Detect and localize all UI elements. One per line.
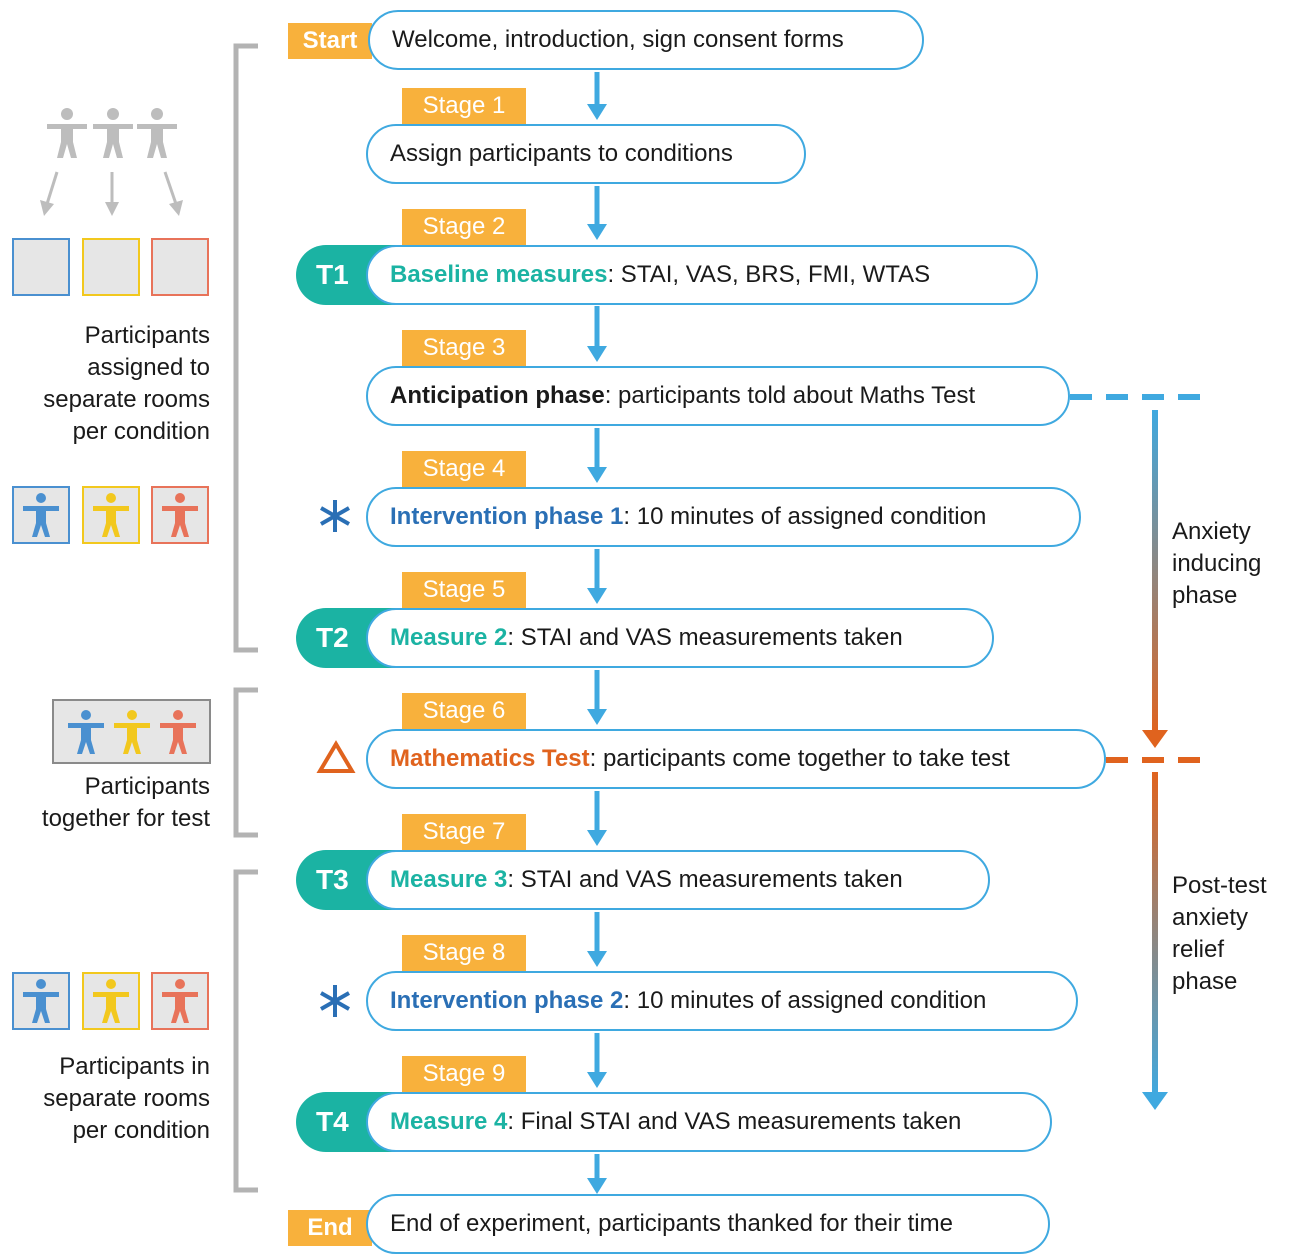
stage-1-tag: Stage 1 [402, 88, 526, 124]
room-yellow-person-2 [82, 972, 140, 1030]
person-icon [93, 493, 129, 537]
room-together [52, 699, 211, 764]
measure2-box: Measure 2: STAI and VAS measurements tak… [366, 608, 994, 668]
intervention2-rest: : 10 minutes of assigned condition [623, 987, 987, 1014]
left-brackets [233, 43, 258, 1193]
intervention1-rest: : 10 minutes of assigned condition [623, 503, 987, 530]
measure2-rest: : STAI and VAS measurements taken [507, 624, 903, 651]
flow-arrows [587, 72, 607, 1194]
measure3-bold: Measure 3 [390, 866, 508, 893]
assign-box: Assign participants to conditions [366, 124, 806, 184]
intervention1-bold: Intervention phase 1 [390, 503, 624, 530]
maths-rest: : participants come together to take tes… [589, 745, 1010, 772]
end-tag: End [288, 1210, 372, 1246]
intervention2-box: Intervention phase 2: 10 minutes of assi… [366, 971, 1078, 1031]
anxiety-phase-arrow [1152, 410, 1158, 735]
maths-bold: Mathematics Test [390, 745, 590, 772]
grey-people-group [40, 108, 183, 216]
measure2-bold: Measure 2 [390, 624, 508, 651]
anticipation-box: Anticipation phase: participants told ab… [366, 366, 1070, 426]
stage-4-tag: Stage 4 [402, 451, 526, 487]
person-icon [159, 709, 196, 754]
measure3-box: Measure 3: STAI and VAS measurements tak… [366, 850, 990, 910]
measure4-box: Measure 4: Final STAI and VAS measuremen… [366, 1092, 1052, 1152]
stage-7-tag: Stage 7 [402, 814, 526, 850]
intervention2-bold: Intervention phase 2 [390, 987, 624, 1014]
person-icon [93, 979, 129, 1023]
assign-text: Assign participants to conditions [390, 140, 733, 167]
person-icon [113, 709, 150, 754]
end-text: End of experiment, participants thanked … [390, 1210, 953, 1237]
baseline-bold: Baseline measures [390, 261, 608, 288]
intervention-asterisk-icon-2 [320, 985, 350, 1017]
baseline-box: Baseline measures: STAI, VAS, BRS, FMI, … [366, 245, 1038, 305]
caption-separate-rooms: Participants assigned to separate rooms … [43, 322, 210, 445]
baseline-rest: : STAI, VAS, BRS, FMI, WTAS [607, 261, 931, 288]
start-box: Welcome, introduction, sign consent form… [368, 10, 924, 70]
end-box: End of experiment, participants thanked … [366, 1194, 1050, 1254]
person-icon [162, 979, 198, 1023]
caption-together: Participants together for test [41, 773, 210, 832]
stage-8-tag: Stage 8 [402, 935, 526, 971]
start-tag: Start [288, 23, 372, 59]
room-blue-person [12, 486, 70, 544]
room-red-empty [151, 238, 209, 296]
room-red-person [151, 486, 209, 544]
caption-separate-after: Participants in separate rooms per condi… [43, 1053, 210, 1144]
maths-box: Mathematics Test: participants come toge… [366, 729, 1106, 789]
person-icon [67, 709, 104, 754]
person-icon [23, 979, 59, 1023]
anticipation-bold: Anticipation phase [390, 382, 605, 409]
stage-9-tag: Stage 9 [402, 1056, 526, 1092]
stage-2-tag: Stage 2 [402, 209, 526, 245]
person-icon [162, 493, 198, 537]
room-yellow-person [82, 486, 140, 544]
room-red-person-2 [151, 972, 209, 1030]
stage-3-tag: Stage 3 [402, 330, 526, 366]
anticipation-rest: : participants told about Maths Test [604, 382, 976, 409]
caption-relief-phase: Post-test anxiety relief phase [1172, 872, 1267, 995]
stage-5-tag: Stage 5 [402, 572, 526, 608]
intervention1-box: Intervention phase 1: 10 minutes of assi… [366, 487, 1081, 547]
start-text: Welcome, introduction, sign consent form… [392, 26, 844, 53]
room-blue-empty [12, 238, 70, 296]
measure4-rest: : Final STAI and VAS measurements taken [507, 1108, 962, 1135]
measure4-bold: Measure 4 [390, 1108, 508, 1135]
relief-phase-arrow [1152, 772, 1158, 1097]
person-icon [23, 493, 59, 537]
room-blue-person-2 [12, 972, 70, 1030]
caption-anxiety-phase: Anxiety inducing phase [1172, 518, 1262, 609]
intervention-asterisk-icon [320, 500, 350, 532]
test-triangle-icon [316, 740, 356, 773]
room-yellow-empty [82, 238, 140, 296]
stage-6-tag: Stage 6 [402, 693, 526, 729]
measure3-rest: : STAI and VAS measurements taken [507, 866, 903, 893]
